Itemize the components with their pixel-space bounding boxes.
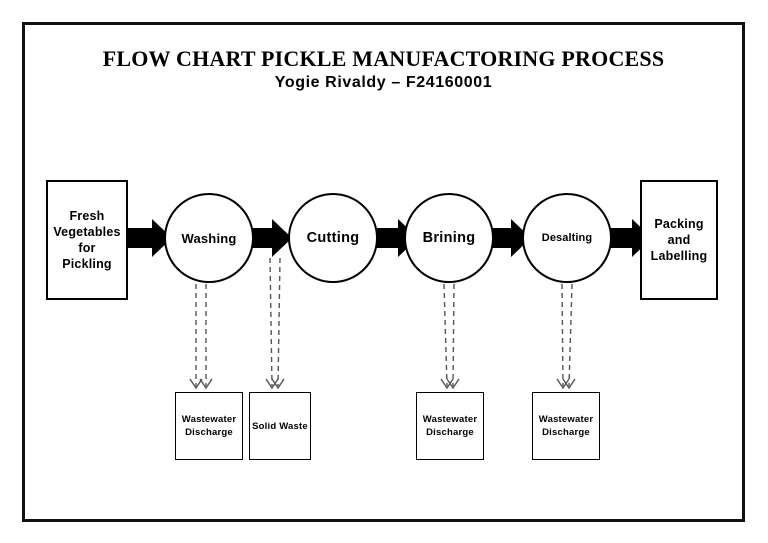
node-process-desalting[interactable]: Desalting [522, 193, 612, 283]
node-process-desalting-label: Desalting [541, 232, 593, 244]
node-process-cutting[interactable]: Cutting [288, 193, 378, 283]
node-process-cutting-label: Cutting [306, 230, 360, 246]
node-process-brining[interactable]: Brining [404, 193, 494, 283]
node-process-brining-label: Brining [422, 230, 476, 246]
node-waste-solid-waste[interactable]: Solid Waste [249, 392, 311, 460]
page-border [22, 22, 745, 522]
node-waste-solid-waste-label: Solid Waste [252, 420, 308, 432]
node-process-washing-label: Washing [181, 230, 237, 246]
page-title: FLOW CHART PICKLE MANUFACTORING PROCESS [102, 46, 665, 71]
page-subtitle: Yogie Rivaldy – F24160001 [274, 74, 493, 91]
node-process-washing[interactable]: Washing [164, 193, 254, 283]
